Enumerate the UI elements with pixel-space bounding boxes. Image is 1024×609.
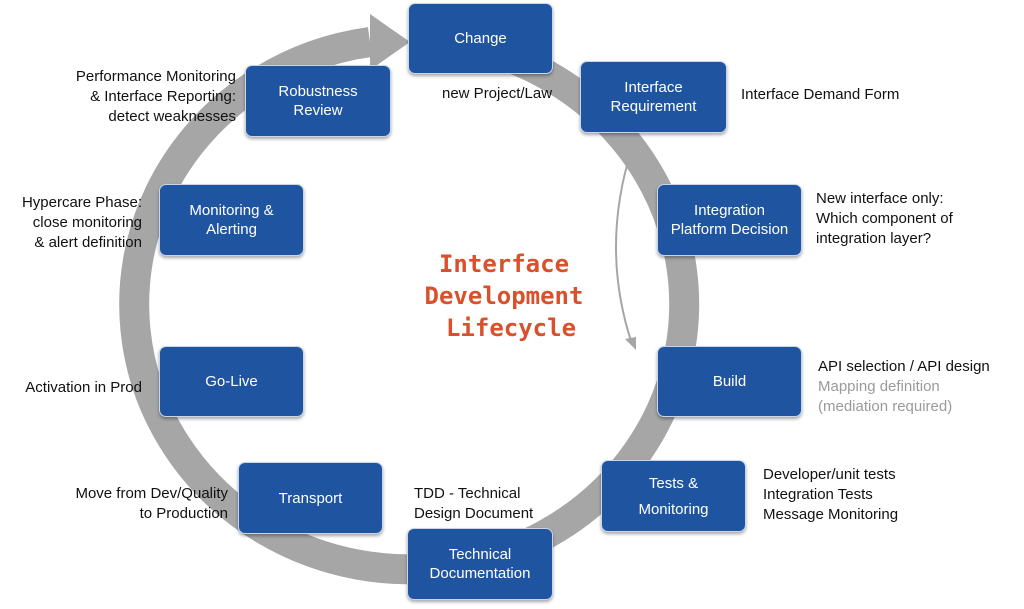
note-line: to Production [139,505,228,522]
stage-integration-platform-decision: Integration Platform Decision [657,184,802,256]
note-line: (mediation required) [818,398,953,415]
note-line: detect weaknesses [108,108,236,125]
diagram-title: Interface Development Lifecycle [392,248,616,344]
stage-label: Robustness [278,83,358,100]
iteration-double-arrow [615,140,637,350]
stage-tests-monitoring: Tests & Monitoring [601,460,746,532]
note-line: Design Document [414,505,534,522]
stage-label: Review [293,102,343,119]
stage-label: Integration [694,202,765,219]
stage-build: Build [657,346,802,417]
stage-robustness-review: Robustness Review [245,65,391,137]
note-line: Activation in Prod [25,379,142,396]
note-line: Performance Monitoring [75,68,236,85]
title-line: Lifecycle [445,314,577,342]
note-line: & alert definition [34,234,142,251]
note-line: TDD - Technical [414,485,521,502]
stage-monitoring-alerting: Monitoring & Alerting [159,184,304,256]
stage-change: Change [408,3,553,74]
stage-transport: Transport [238,462,383,534]
note-monitoring-alerting: Hypercare Phase: close monitoring & aler… [14,193,142,253]
stage-label: Documentation [429,565,531,582]
note-line: Move from Dev/Quality [75,485,228,502]
stage-label: Go-Live [205,373,258,390]
note-line: Integration Tests [763,486,873,503]
note-integration-platform-decision: New interface only: Which component of i… [816,189,953,249]
note-line: API selection / API design [818,358,990,375]
stage-label: Interface [624,79,683,96]
note-line: Hypercare Phase: [21,194,142,211]
cycle-arrow-head [370,14,410,70]
note-line: Mapping definition [818,378,940,395]
note-build: API selection / API design Mapping defin… [818,357,990,417]
note-technical-documentation: TDD - Technical Design Document [414,484,533,524]
note-line: New interface only: [816,190,944,207]
note-line: & Interface Reporting: [90,88,236,105]
stage-go-live: Go-Live [159,346,304,417]
title-line: Interface [438,250,570,278]
note-line: close monitoring [32,214,142,231]
stage-label: Transport [278,489,343,507]
note-robustness-review: Performance Monitoring & Interface Repor… [40,67,236,127]
stage-label: Platform Decision [670,221,789,238]
note-line: Which component of [816,210,953,227]
stage-label: Change [454,30,507,47]
note-interface-requirement: Interface Demand Form [741,85,899,105]
stage-label: Alerting [206,221,257,238]
note-line: Developer/unit tests [763,466,896,483]
stage-interface-requirement: Interface Requirement [580,61,727,133]
stage-label: Monitoring & [189,202,274,219]
stage-label: Requirement [610,98,697,115]
iteration-arrow-head-top [626,140,637,155]
iteration-arrow-line [615,147,633,345]
iteration-arrow-head-bottom [625,337,636,350]
stage-technical-documentation: Technical Documentation [407,528,553,600]
stage-label: Build [712,373,747,390]
stage-label: Monitoring [638,500,709,518]
note-line: Interface Demand Form [741,86,900,103]
note-line: new Project/Law [442,85,553,102]
stage-label: Tests & [648,474,699,492]
note-tests-monitoring: Developer/unit tests Integration Tests M… [763,465,898,525]
stage-label: Technical [448,546,512,563]
note-line: Message Monitoring [763,506,899,523]
note-change: new Project/Law [442,84,552,104]
note-transport: Move from Dev/Quality to Production [52,484,228,524]
note-go-live: Activation in Prod [12,378,142,398]
title-line: Development [424,282,584,310]
note-line: integration layer? [816,230,932,247]
